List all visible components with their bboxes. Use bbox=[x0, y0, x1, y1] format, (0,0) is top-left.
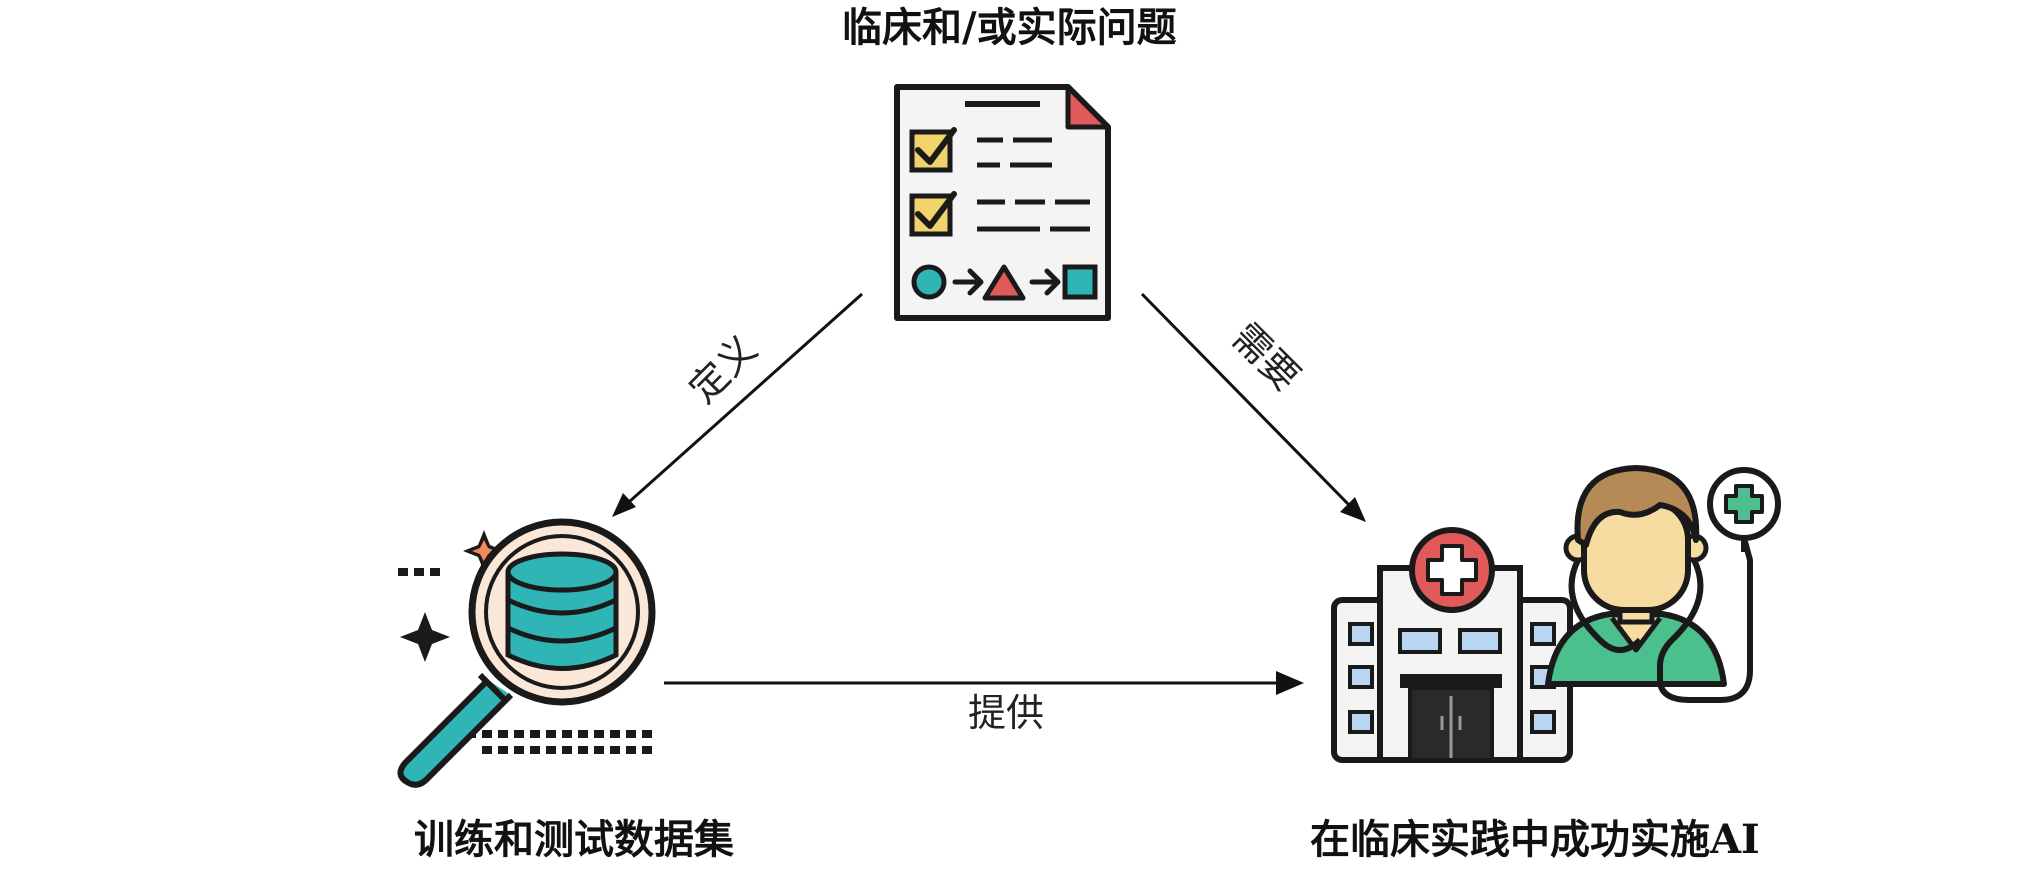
right-node-title: 在临床实践中成功实施AI bbox=[1310, 816, 1760, 863]
arrow-left-to-right bbox=[664, 671, 1304, 695]
arrow-top-to-right bbox=[1140, 292, 1366, 522]
left-node-title: 训练和测试数据集 bbox=[414, 816, 734, 863]
database-magnifier-icon bbox=[397, 518, 656, 788]
checklist-document-icon bbox=[894, 84, 1111, 321]
hospital-doctor-icon bbox=[1331, 465, 1781, 763]
arrow-top-to-left bbox=[612, 292, 863, 517]
top-node-title: 临床和/或实际问题 bbox=[842, 4, 1177, 51]
edge-label-provide: 提供 bbox=[968, 691, 1045, 735]
